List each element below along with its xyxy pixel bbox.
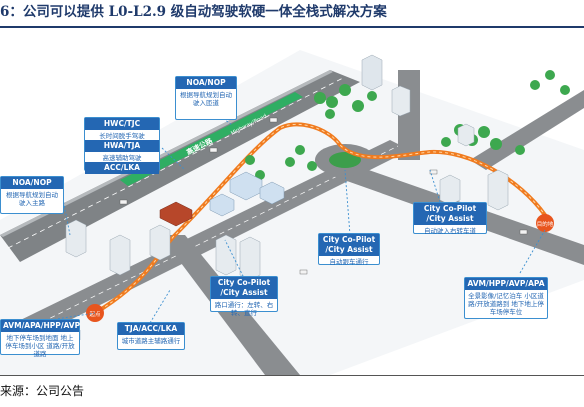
callout-city-intersection-head: City Co-Pilot /City Assist [211,277,277,299]
cross-road [0,140,410,345]
callout-tja-urban: TJA/ACC/LKA 城市道路主辅路通行 [117,322,185,350]
callout-avm-parking-left-head: AVM/APA/HPP/AVP [1,320,81,332]
callout-hwc-body: 长时间脱手驾驶 [99,132,145,140]
callout-hwc-head: HWC/TJC [85,118,159,130]
city-scene-illustration: 高速公路 Highway/Road 起点 目的地 [0,30,584,375]
callout-avm-parking-right-body: 全景影像/记忆泊车 小区道路/开放道路到 地下地上停车场停车位 [468,292,544,316]
callout-city-follow-body: 自动跟车通行 [329,258,369,266]
callout-avm-parking-left: AVM/APA/HPP/AVP 地下停车场到地面 地上停车场到小区 道路/开放道… [0,319,81,358]
callout-city-intersection-body: 路口通行：左转、右转、直行 [214,301,274,317]
callout-noa-main-body: 根据导航规划自动驶入主路 [6,191,58,207]
callout-city-intersection: City Co-Pilot /City Assist 路口通行：左转、右转、直行 [210,276,278,317]
start-pin-label: 起点 [89,311,101,318]
source-note: 来源：公司公告 [0,384,85,398]
callout-avm-parking-right: AVM/HPP/AVP/APA 全景影像/记忆泊车 小区道路/开放道路到 地下地… [464,277,548,319]
footer-divider [0,375,584,376]
buildings [39,54,509,351]
callout-hwa-head: HWA/TJA [85,140,159,152]
callout-noa-main-head: NOA/NOP [1,177,63,189]
callout-hwa-body: 高速辅助驾驶 [102,154,142,162]
callout-city-follow: City Co-Pilot /City Assist 自动跟车通行 [318,233,380,266]
callout-city-follow-head: City Co-Pilot /City Assist [319,234,379,256]
callout-hwc: HWC/TJC 长时间脱手驾驶 HWA/TJA 高速辅助驾驶 ACC/LKA [84,117,160,174]
callout-noa-ramp-body: 根据导航规划自动驶入匝道 [180,91,232,107]
callout-city-right-turn-head: City Co-Pilot /City Assist [414,203,486,225]
callout-noa-main: NOA/NOP 根据导航规划自动驶入主路 [0,176,64,214]
callout-tja-urban-head: TJA/ACC/LKA [118,323,184,335]
destination-pin [536,214,554,232]
callout-avm-parking-right-head: AVM/HPP/AVP/APA [465,278,547,290]
callout-city-right-turn: City Co-Pilot /City Assist 自动驶入右转车道 [413,202,487,235]
callout-noa-ramp-head: NOA/NOP [176,77,236,89]
page-title: 6：公司可以提供 L0-L2.9 级自动驾驶软硬一体全栈式解决方案 [0,4,387,20]
callout-city-right-turn-body: 自动驶入右转车道 [424,227,476,235]
callout-tja-urban-body: 城市道路主辅路通行 [121,337,181,345]
highway-label-band [120,92,303,186]
callout-avm-parking-left-body: 地下停车场到地面 地上停车场到小区 道路/开放道路 [5,334,75,358]
callout-acc-head: ACC/LKA [85,162,159,174]
destination-pin-label: 目的地 [537,220,554,228]
callout-noa-ramp: NOA/NOP 根据导航规划自动驶入匝道 [175,76,237,120]
title-divider [0,26,584,28]
